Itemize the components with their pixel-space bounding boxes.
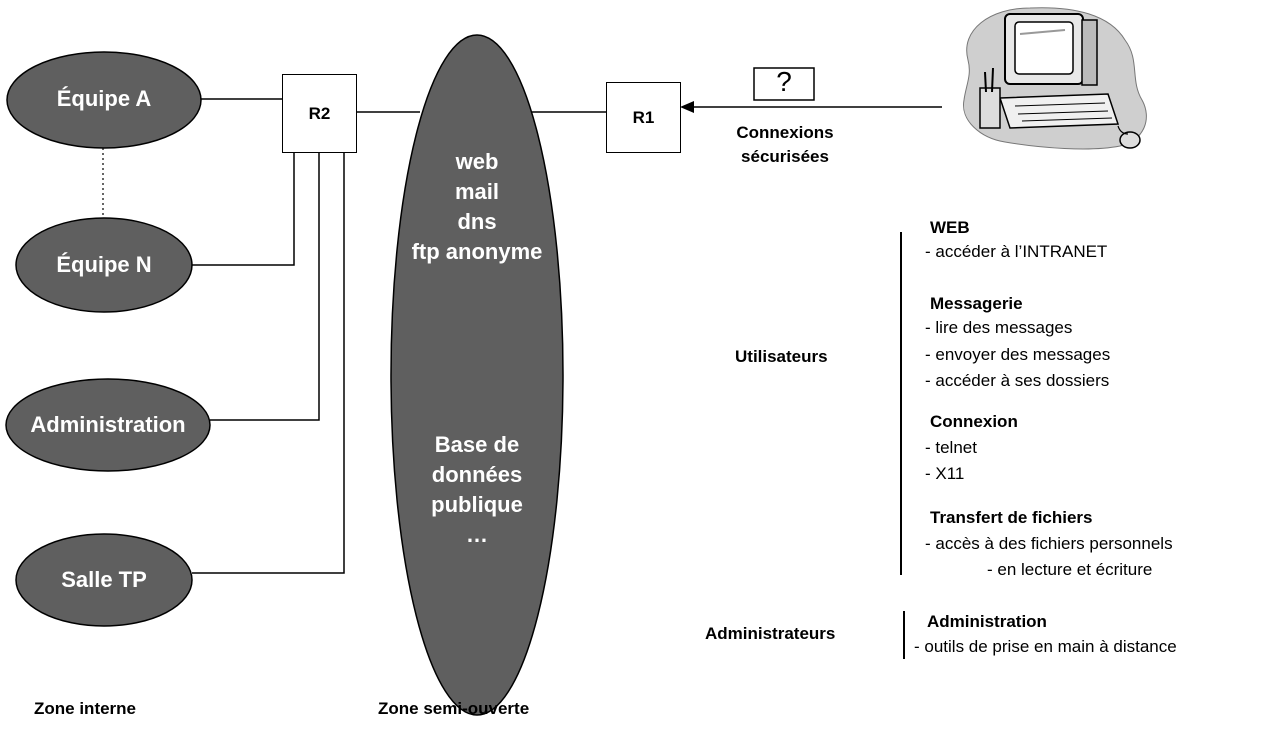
administration-item: - outils de prise en main à distance bbox=[914, 637, 1177, 656]
admins-bracket bbox=[903, 611, 905, 659]
connection-item-1: - telnet bbox=[925, 438, 977, 457]
users-bracket bbox=[900, 232, 902, 575]
dmz-database: Base de données publique … bbox=[391, 430, 563, 550]
file-transfer-title: Transfert de fichiers bbox=[930, 508, 1093, 527]
secure-connections-label: Connexions sécurisées bbox=[710, 121, 860, 169]
service-mail: mail bbox=[454, 179, 500, 204]
router-r2: R2 bbox=[282, 74, 357, 153]
team-a-ellipse bbox=[6, 51, 202, 149]
web-title: WEB bbox=[930, 218, 970, 237]
service-dns: dns bbox=[457, 209, 497, 234]
salle-tp-label: Salle TP bbox=[61, 567, 147, 592]
wire-team-n bbox=[192, 153, 295, 266]
file-transfer-item-1: - accès à des fichiers personnels bbox=[925, 534, 1173, 553]
administration-label: Administration bbox=[30, 412, 186, 437]
users-label: Utilisateurs bbox=[735, 347, 828, 366]
messaging-item-1: - lire des messages bbox=[925, 318, 1073, 337]
database-line-1: Base de bbox=[434, 432, 520, 457]
web-item-1: - accéder à l’INTRANET bbox=[925, 242, 1108, 261]
admins-label: Administrateurs bbox=[705, 624, 836, 643]
unknown-box bbox=[753, 67, 815, 101]
secure-connections-line-2: sécurisées bbox=[741, 147, 829, 166]
file-transfer-item-2: - en lecture et écriture bbox=[987, 560, 1153, 579]
dmz-ellipse bbox=[390, 34, 564, 716]
team-a-label: Équipe A bbox=[56, 86, 152, 111]
messaging-title: Messagerie bbox=[930, 294, 1023, 313]
database-ellipsis: … bbox=[466, 522, 488, 547]
arrow-head-icon bbox=[680, 101, 694, 113]
database-line-3: publique bbox=[431, 492, 523, 517]
administration-title: Administration bbox=[927, 612, 1047, 631]
service-ftp: ftp anonyme bbox=[411, 239, 543, 264]
team-n-label: Équipe N bbox=[56, 252, 152, 277]
wire-administration bbox=[210, 153, 320, 421]
messaging-item-2: - envoyer des messages bbox=[925, 345, 1111, 364]
computer-clipart-icon bbox=[963, 7, 1147, 150]
administration-ellipse bbox=[5, 378, 211, 472]
database-line-2: données bbox=[431, 462, 523, 487]
dmz-services: web mail dns ftp anonyme bbox=[391, 147, 563, 267]
wire-salle-tp bbox=[192, 153, 345, 574]
unknown-symbol: ? bbox=[776, 66, 792, 97]
connection-item-2: - X11 bbox=[925, 464, 965, 483]
salle-tp-ellipse bbox=[15, 533, 193, 627]
service-web: web bbox=[455, 149, 499, 174]
secure-connections-line-1: Connexions bbox=[736, 123, 834, 142]
semi-open-zone-label: Zone semi-ouverte bbox=[378, 699, 530, 718]
messaging-item-3: - accéder à ses dossiers bbox=[925, 371, 1110, 390]
internal-zone-label: Zone interne bbox=[34, 699, 137, 718]
connection-title: Connexion bbox=[930, 412, 1018, 431]
router-r1: R1 bbox=[606, 82, 681, 153]
